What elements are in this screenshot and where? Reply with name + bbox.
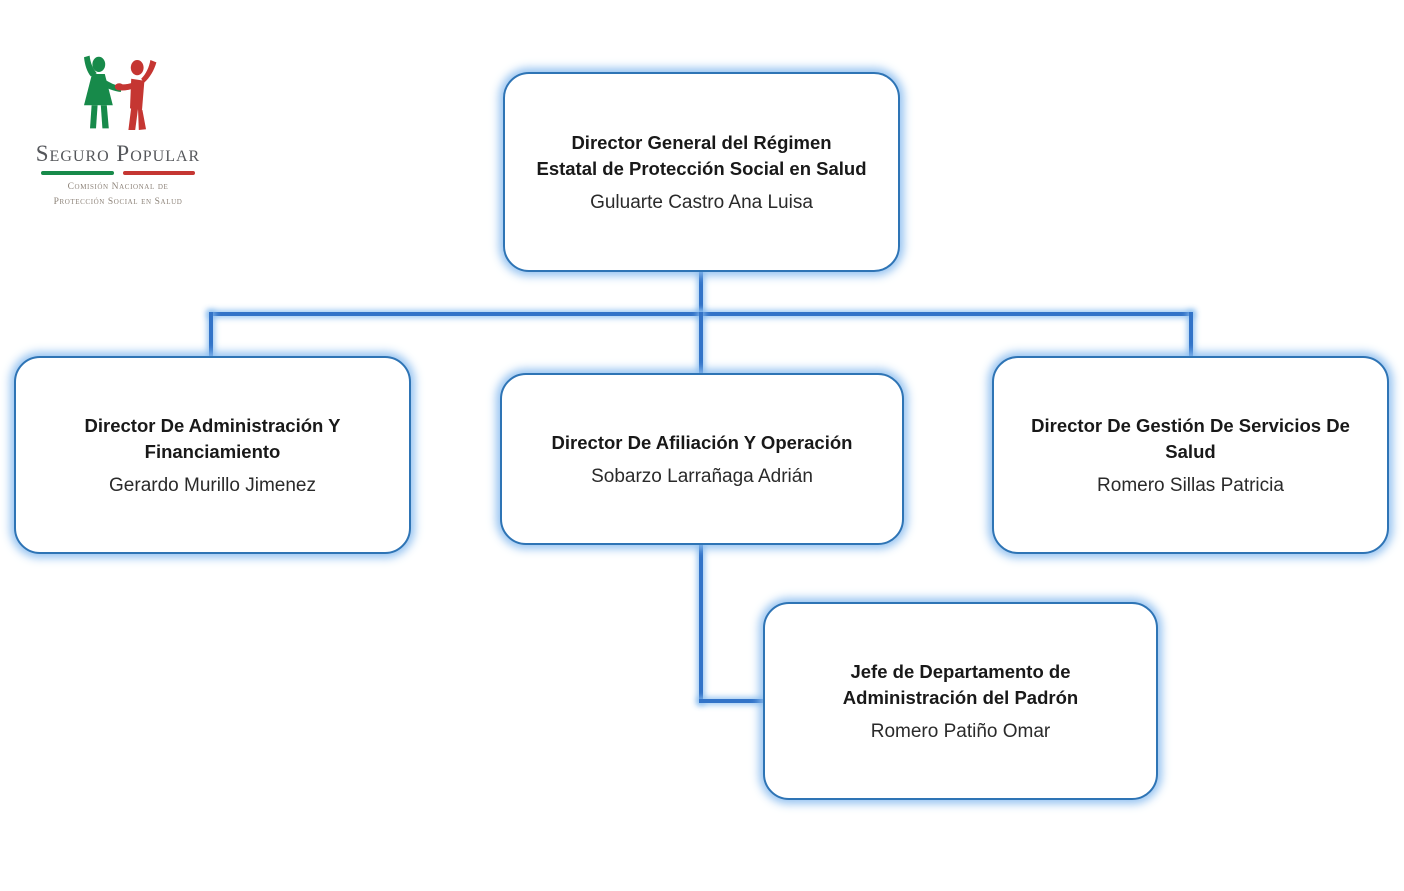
connector-middle-to-bottom [699, 543, 703, 703]
org-node-jefe-padron: Jefe de Departamento de Administración d… [763, 602, 1158, 800]
connector-top-vertical [699, 270, 703, 316]
node-title: Director De Administración Y Financiamie… [85, 413, 341, 465]
node-title: Director General del Régimen Estatal de … [536, 130, 866, 182]
node-title: Jefe de Departamento de Administración d… [843, 659, 1078, 711]
seguro-popular-logo: Seguro Popular Comisión Nacional de Prot… [28, 48, 208, 210]
node-title-line: Director General del Régimen [571, 131, 832, 153]
logo-subtitle-line2: Protección Social en Salud [53, 196, 183, 207]
node-person-name: Guluarte Castro Ana Luisa [590, 192, 813, 214]
node-title-line: Director De Gestión De Servicios De [1031, 414, 1350, 436]
org-node-afiliacion-operacion: Director De Afiliación Y Operación Sobar… [500, 373, 904, 545]
node-title: Director De Gestión De Servicios De Salu… [1031, 413, 1350, 465]
node-title-line: Jefe de Departamento de [850, 660, 1071, 682]
logo-subtitle-line1: Comisión Nacional de [67, 182, 169, 193]
node-title-line: Director De Afiliación Y Operación [551, 431, 853, 453]
connector-elbow-to-bottom-node [699, 699, 766, 703]
node-title-line: Director De Administración Y [84, 414, 341, 436]
node-title-line: Salud [1165, 440, 1216, 462]
connector-drop-right [1189, 312, 1193, 359]
node-title-line: Financiamiento [144, 440, 281, 462]
node-person-name: Romero Sillas Patricia [1097, 475, 1284, 497]
connector-drop-left [209, 312, 213, 359]
connector-drop-middle [699, 312, 703, 376]
node-title: Director De Afiliación Y Operación [552, 430, 853, 456]
logo-brand-text: Seguro Popular [35, 141, 201, 166]
node-person-name: Gerardo Murillo Jimenez [109, 475, 316, 497]
tricolor-green-segment [41, 171, 114, 176]
org-node-gestion-servicios: Director De Gestión De Servicios De Salu… [992, 356, 1389, 554]
node-person-name: Romero Patiño Omar [870, 721, 1051, 743]
logo-tricolor-divider [41, 171, 195, 176]
node-title-line: Estatal de Protección Social en Salud [536, 157, 867, 179]
node-title-line: Administración del Padrón [842, 686, 1079, 708]
seguro-popular-figures-icon [84, 55, 157, 130]
org-node-director-general: Director General del Régimen Estatal de … [503, 72, 900, 272]
org-node-admin-financiamiento: Director De Administración Y Financiamie… [14, 356, 411, 554]
tricolor-red-segment [122, 171, 195, 176]
node-person-name: Sobarzo Larrañaga Adrián [591, 466, 813, 488]
